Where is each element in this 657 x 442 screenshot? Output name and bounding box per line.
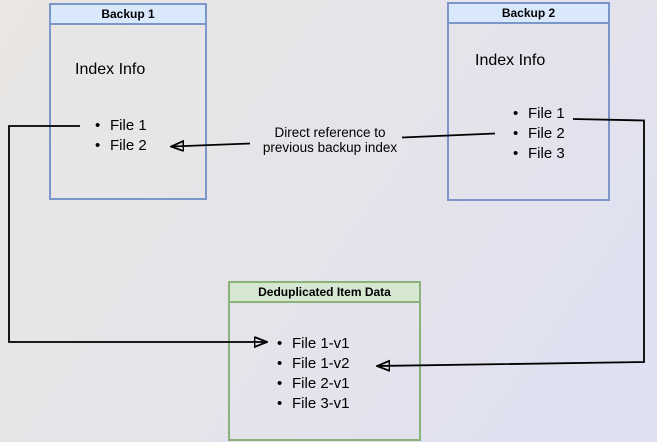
- list-item: File 1: [95, 116, 147, 136]
- dedup-box: Deduplicated Item Data: [228, 281, 421, 441]
- list-item: File 3: [513, 144, 565, 164]
- backup1-title: Backup 1: [51, 5, 205, 25]
- direct-reference-label-line2: previous backup index: [262, 140, 398, 155]
- backup2-box: Backup 2: [447, 2, 610, 201]
- list-item: File 3-v1: [277, 394, 350, 414]
- list-item: File 2: [513, 124, 565, 144]
- direct-reference-label: Direct reference to previous backup inde…: [240, 125, 420, 155]
- dedup-file-list: File 1-v1 File 1-v2 File 2-v1 File 3-v1: [277, 334, 350, 414]
- dedup-title: Deduplicated Item Data: [230, 283, 419, 303]
- backup2-subtitle: Index Info: [475, 52, 546, 69]
- list-item: File 1: [513, 104, 565, 124]
- backup1-file-list: File 1 File 2: [95, 116, 147, 156]
- list-item: File 2: [95, 136, 147, 156]
- backup1-subtitle: Index Info: [75, 61, 146, 78]
- backup1-box: Backup 1: [49, 3, 207, 200]
- backup2-title: Backup 2: [449, 4, 608, 24]
- list-item: File 2-v1: [277, 374, 350, 394]
- list-item: File 1-v1: [277, 334, 350, 354]
- backup2-file-list: File 1 File 2 File 3: [513, 104, 565, 164]
- direct-reference-label-line1: Direct reference to: [274, 125, 386, 140]
- list-item: File 1-v2: [277, 354, 350, 374]
